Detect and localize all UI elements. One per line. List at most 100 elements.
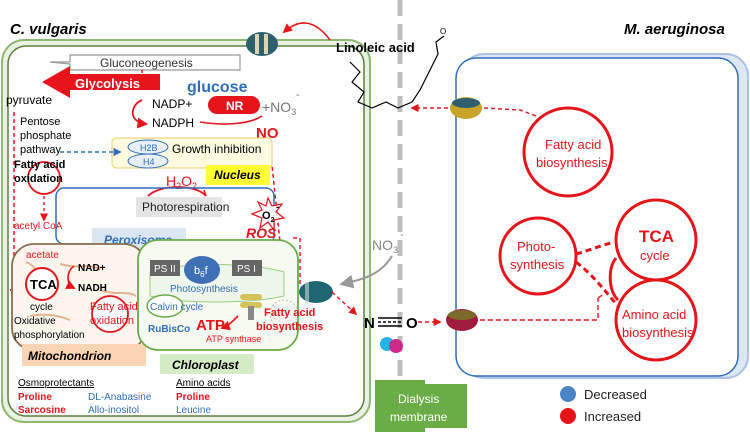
no-n-label: N xyxy=(364,315,375,332)
ma-fatty-acid-biosynthesis-circle xyxy=(522,106,614,198)
b6f-complex xyxy=(184,256,220,284)
ma-photo-tca-link xyxy=(575,240,615,256)
superoxide-charge: - xyxy=(276,202,279,213)
glycolysis-arrows xyxy=(42,54,241,98)
atp-synthase-complex xyxy=(240,294,262,320)
mitochondrion-badge xyxy=(22,344,146,366)
ma-tca-line-1: TCA xyxy=(639,227,674,246)
maeruginosa-title: M. aeruginosa xyxy=(624,21,725,38)
oxphos-line-1: Oxidative xyxy=(14,316,56,327)
amino-acids-label: Amino acids xyxy=(176,378,230,389)
linoleic-acid-label: Linoleic acid xyxy=(336,40,415,55)
no3-top-charge: - xyxy=(296,89,300,101)
dialysis-membrane-box-wide xyxy=(379,384,467,428)
fab-left-line-2: biosynthesis xyxy=(256,321,323,333)
osmo-dl-anabasine: DL-Anabasine xyxy=(88,392,152,403)
ma-photo-line-2: synthesis xyxy=(510,257,565,272)
ps1-label: PS I xyxy=(237,264,256,275)
calvin-cycle-label: Calvin cycle xyxy=(150,302,204,313)
nucleus-badge xyxy=(206,165,270,185)
no-molecule-magenta xyxy=(389,339,403,353)
mito-fao-line-2: oxidation xyxy=(90,315,134,327)
photosynthesis-label: Photosynthesis xyxy=(170,284,238,295)
legend-decreased-label: Decreased xyxy=(584,387,647,402)
dialysis-line-2: membrane xyxy=(390,410,448,424)
oxphos-line-2: phosphorylation xyxy=(14,330,85,341)
gluconeogenesis-label: Gluconeogenesis xyxy=(100,56,193,70)
h2o2-arc xyxy=(147,186,207,197)
legend-increased-label: Increased xyxy=(584,409,641,424)
ppp-line-2: phosphate xyxy=(20,130,71,142)
ma-fab-line-1: Fatty acid xyxy=(545,137,601,152)
cvulgaris-title: C. vulgaris xyxy=(10,21,87,38)
nad-arrow xyxy=(64,265,76,289)
osmo-sarcosine: Sarcosine xyxy=(18,405,66,416)
fao-peroxisome-line-1: Fatty acid xyxy=(14,159,65,171)
maeruginosa-bottom-transporter xyxy=(446,309,478,331)
top-transporter xyxy=(246,32,278,56)
ppp-line-3: pathway xyxy=(20,144,61,156)
aa-proline: Proline xyxy=(176,392,210,403)
maeruginosa-top-dash xyxy=(483,107,537,117)
atp-synthase-label: ATP synthase xyxy=(206,334,261,344)
fao-peroxisome-line-2: oxidation xyxy=(14,173,63,185)
no3-mid-label: NO3 xyxy=(372,237,398,255)
mito-fao-line-1: Fatty acid xyxy=(90,301,138,313)
osmo-allo-inositol: Allo-inositol xyxy=(88,405,139,416)
no3-uptake-arrow xyxy=(339,255,393,289)
legend-increased-dot xyxy=(560,408,576,424)
h2b-label: H2B xyxy=(140,143,158,153)
ma-fab-line-2: biosynthesis xyxy=(536,155,608,170)
ps1-complex xyxy=(232,260,262,276)
linoleic-carboxyl: O xyxy=(440,27,446,36)
growth-inhibition-label: Growth inhibition xyxy=(172,142,261,156)
h4-label: H4 xyxy=(143,157,155,167)
ma-aa-line-1: Amino acid xyxy=(622,307,686,322)
superoxide-burst xyxy=(250,196,286,232)
calvin-cycle-loop xyxy=(146,294,184,318)
no3-top-label: +NO3 xyxy=(262,99,296,117)
linoleic-acid-structure xyxy=(349,35,445,109)
nr-arrow xyxy=(199,115,263,125)
nr-label: NR xyxy=(226,99,244,113)
osmoprotectants-label: Osmoprotectants xyxy=(18,378,94,389)
photorespiration-label: Photorespiration xyxy=(142,200,229,214)
ma-aa-line-2: biosynthesis xyxy=(622,325,694,340)
h2o2-label: H2O2 xyxy=(166,173,197,191)
mito-cycle-label: cycle xyxy=(30,302,53,313)
mitochondrion-label: Mitochondrion xyxy=(28,349,111,363)
fab-left-line-1: Fatty acid xyxy=(264,307,315,319)
nadp-plus-label: NADP+ xyxy=(152,97,192,111)
linoleic-uptake-arrow xyxy=(282,22,331,41)
acetate-label: acetate xyxy=(26,250,59,261)
ma-tca-line-2: cycle xyxy=(640,248,670,263)
mito-fao-cycle xyxy=(91,295,129,333)
cvulgaris-side-transporter xyxy=(299,281,333,304)
ma-photo-aa-link xyxy=(575,260,620,307)
photorespiration-box xyxy=(136,197,222,217)
b6f-label: b6f xyxy=(194,265,209,279)
dialysis-line-1: Dialysis xyxy=(398,392,439,406)
fatty-acid-oxidation-cycle-1 xyxy=(27,161,61,195)
ma-tca-aa-link xyxy=(608,257,620,302)
chloroplast-badge xyxy=(160,354,254,374)
no-efflux-left xyxy=(331,291,358,316)
fab-cycle-left xyxy=(269,299,299,329)
ma-amino-acid-circle xyxy=(614,278,698,362)
acetyl-coa-label: acetyl CoA xyxy=(14,221,63,232)
glycolysis-label: Glycolysis xyxy=(75,76,140,91)
ma-photosynthesis-circle xyxy=(498,216,578,296)
h2o2-arc-tip xyxy=(203,189,207,197)
aa-leucine: Leucine xyxy=(176,405,211,416)
rubisco-label: RuBisCo xyxy=(148,324,190,335)
atp-label: ATP xyxy=(196,317,225,334)
no-o-label: O xyxy=(406,315,418,332)
no3-mid-charge: - xyxy=(400,229,404,241)
mito-tca-label: TCA xyxy=(30,277,57,292)
ma-photo-line-1: Photo- xyxy=(517,239,555,254)
ppp-line-1: Pentose xyxy=(20,116,60,128)
maeruginosa-bottom-dash xyxy=(480,293,605,321)
nadph-label: NADPH xyxy=(152,116,194,130)
nucleus-label: Nucleus xyxy=(214,168,261,182)
